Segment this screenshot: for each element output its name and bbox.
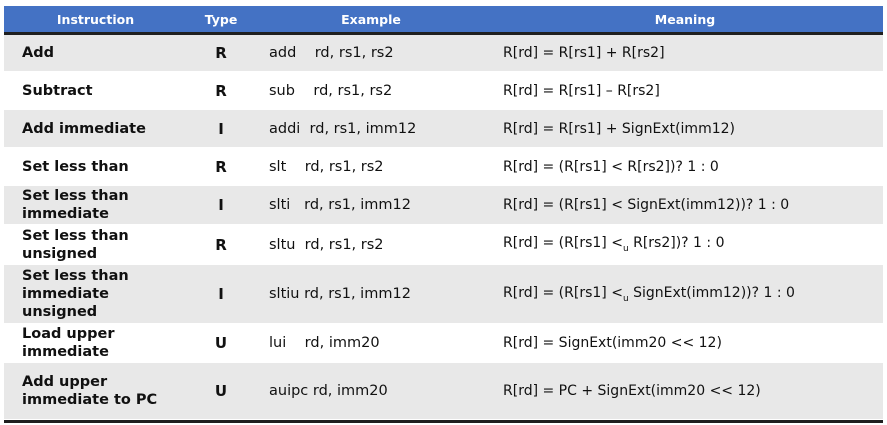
instruction-type: R (215, 44, 227, 62)
bottom-rule (4, 420, 883, 423)
instruction-name: Subtract (22, 82, 93, 99)
instruction-example: sub rd, rs1, rs2 (269, 82, 393, 99)
instruction-name: Load upper immediate (22, 326, 115, 360)
instruction-meaning: R[rd] = PC + SignExt(imm20 << 12) (503, 383, 761, 399)
table-row: Set less than immediate I slti rd, rs1, … (4, 186, 883, 225)
instruction-name: Set less than unsigned (22, 227, 129, 262)
instruction-meaning: R[rd] = R[rs1] – R[rs2] (503, 82, 660, 99)
unsigned-subscript: u (622, 243, 629, 254)
table-row: Subtract R sub rd, rs1, rs2 R[rd] = R[rs… (4, 72, 883, 110)
table-row: Set less than unsigned R sltu rd, rs1, r… (4, 225, 883, 265)
instruction-example: addi rd, rs1, imm12 (269, 120, 417, 137)
instruction-type: I (218, 196, 224, 214)
instruction-name: Set less than immediate unsigned (22, 268, 129, 320)
instruction-example: sltu rd, rs1, rs2 (269, 236, 384, 253)
instruction-name: Add immediate (22, 120, 146, 137)
instruction-meaning: R[rd] = R[rs1] + R[rs2] (503, 45, 665, 61)
instruction-type: R (215, 235, 227, 254)
table-row: Add R add rd, rs1, rs2 R[rd] = R[rs1] + … (4, 35, 883, 72)
header-type: Type (204, 11, 238, 27)
meaning-part: SignExt(imm12))? 1 : 0 (628, 284, 795, 301)
instruction-type: U (214, 334, 228, 352)
instruction-example: slt rd, rs1, rs2 (269, 158, 384, 175)
meaning-part: R[rd] = (R[rs1] < (503, 235, 623, 252)
instruction-meaning: R[rd] = SignExt(imm20 << 12) (503, 335, 722, 351)
instruction-meaning: R[rd] = (R[rs1] < R[rs2])? 1 : 0 (503, 158, 719, 175)
instruction-type: I (218, 285, 224, 303)
instruction-example: auipc rd, imm20 (269, 383, 388, 399)
instruction-name: Set less than immediate (22, 188, 129, 222)
instruction-type: I (218, 119, 224, 138)
instruction-meaning: R[rd] = (R[rs1] <u SignExt(imm12))? 1 : … (487, 285, 883, 304)
table-row: Load upper immediate U lui rd, imm20 R[r… (4, 324, 883, 363)
instruction-meaning: R[rd] = (R[rs1] <u R[rs2])? 1 : 0 (487, 235, 883, 254)
instruction-type: R (215, 157, 227, 176)
header-meaning: Meaning (654, 11, 716, 27)
table-row: Set less than immediate unsigned I sltiu… (4, 265, 883, 324)
instruction-type: R (215, 81, 227, 100)
unsigned-subscript: u (622, 293, 629, 304)
table-header: Instruction Type Example Meaning (4, 6, 883, 35)
instruction-table: Instruction Type Example Meaning Add R a… (4, 6, 883, 423)
header-instruction: Instruction (56, 11, 135, 27)
instruction-example: add rd, rs1, rs2 (269, 45, 394, 61)
instruction-example: slti rd, rs1, imm12 (269, 197, 411, 213)
instruction-meaning: R[rd] = (R[rs1] < SignExt(imm12))? 1 : 0 (503, 197, 790, 213)
instruction-name: Add (22, 45, 54, 61)
meaning-part: R[rd] = (R[rs1] < (503, 284, 623, 301)
instruction-meaning: R[rd] = R[rs1] + SignExt(imm12) (503, 120, 735, 137)
instruction-type: U (214, 382, 228, 400)
table-row: Add immediate I addi rd, rs1, imm12 R[rd… (4, 110, 883, 148)
instruction-example: lui rd, imm20 (269, 335, 380, 351)
table-row: Add upper immediate to PC U auipc rd, im… (4, 363, 883, 420)
instruction-example: sltiu rd, rs1, imm12 (269, 286, 411, 302)
meaning-part: R[rs2])? 1 : 0 (628, 235, 725, 252)
table-row: Set less than R slt rd, rs1, rs2 R[rd] =… (4, 148, 883, 186)
instruction-name: Add upper immediate to PC (22, 374, 158, 408)
instruction-name: Set less than (22, 158, 129, 175)
header-example: Example (341, 11, 401, 27)
